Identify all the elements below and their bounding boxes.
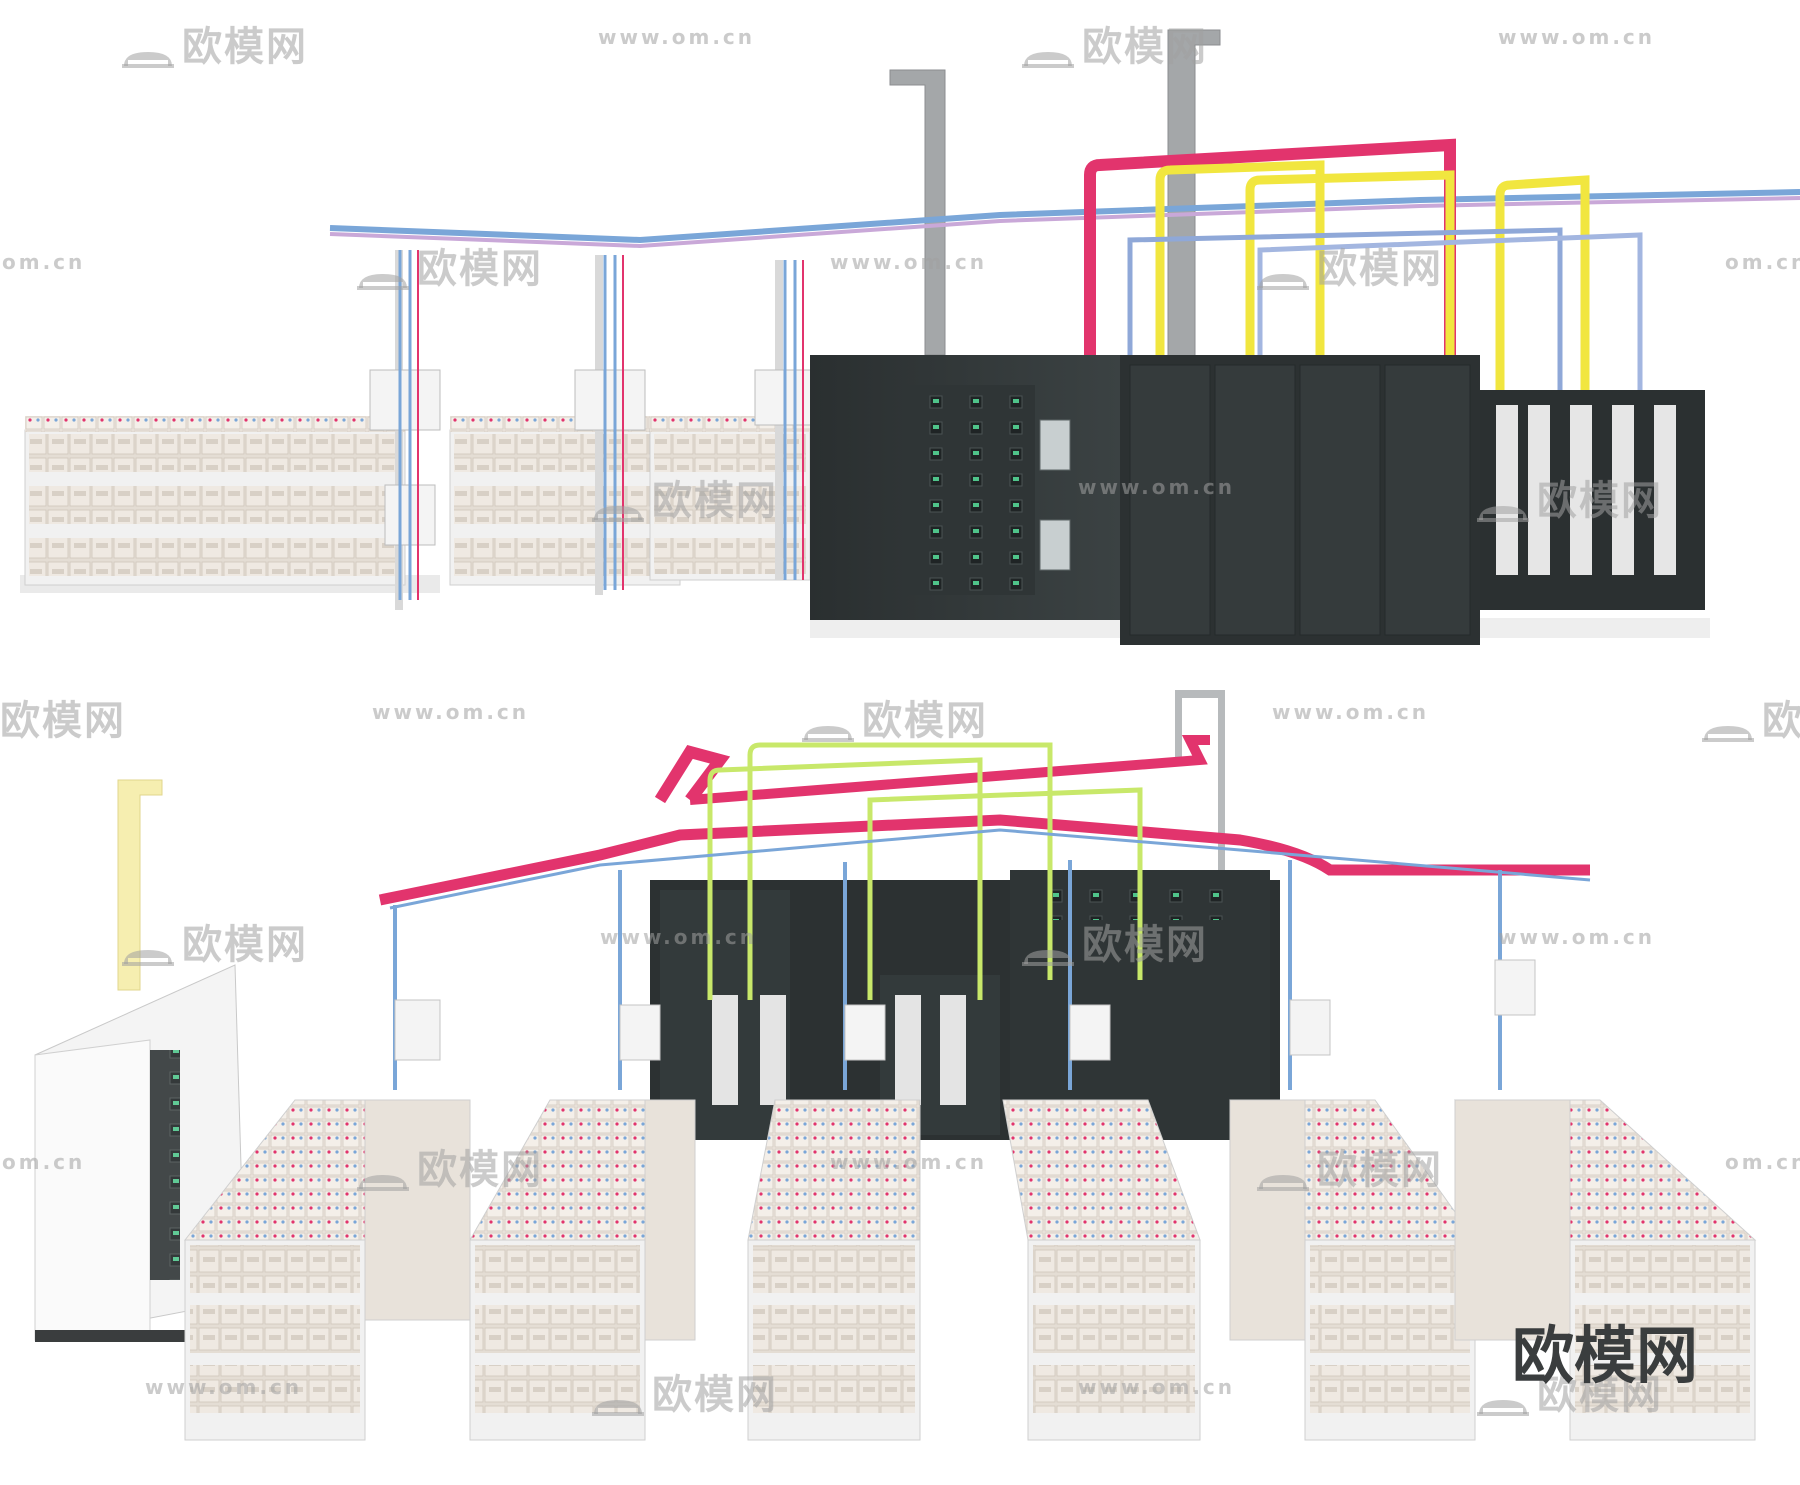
- battery-rack-1: [183, 1099, 471, 1441]
- junction-boxes-top: [369, 250, 816, 610]
- battery-rack-group-bottom: [183, 1099, 1757, 1441]
- yellow-bus-2: [1245, 170, 1455, 360]
- lime-bus-2: [747, 742, 1053, 1000]
- top-scene: [20, 29, 1800, 645]
- pink-bus-duct: [1084, 138, 1456, 360]
- blue-bus-1: [1127, 227, 1563, 390]
- lime-bus-3: [867, 787, 1143, 1000]
- battery-rack-2: [469, 1099, 696, 1441]
- battery-rack-4: [1002, 1099, 1201, 1441]
- battery-rack-6: [1453, 1099, 1757, 1441]
- overhead-cable-blue: [329, 189, 1800, 244]
- pale-yellow-riser: [117, 779, 163, 991]
- pink-overhead-bottom: [378, 814, 1590, 906]
- battery-rack-5: [1229, 1099, 1476, 1441]
- gray-riser-left: [889, 69, 946, 356]
- corner-brand-logo: 欧模网: [1512, 1319, 1699, 1392]
- overhead-cable-pink: [329, 196, 1800, 249]
- blue-bus-2: [1257, 232, 1643, 390]
- ups-cabinets-bottom: [650, 870, 1280, 1140]
- yellow-bus-1: [1155, 160, 1325, 360]
- lime-bus-1: [707, 757, 983, 1000]
- pink-top-bus: [689, 735, 1210, 805]
- ups-cabinets-top: [1120, 355, 1705, 645]
- distribution-cabinet-top: [810, 355, 1120, 620]
- bottom-scene: [34, 690, 1757, 1441]
- gray-riser-right: [1167, 29, 1221, 361]
- gray-riser-bottom: [1175, 690, 1225, 880]
- battery-rack-group-top: [24, 416, 811, 586]
- battery-rack-3: [747, 1099, 921, 1441]
- pink-zigzag: [654, 745, 731, 804]
- blue-overhead-bottom: [389, 828, 1591, 910]
- cable-drops-bottom: [393, 860, 1536, 1090]
- yellow-bus-3: [1495, 175, 1590, 390]
